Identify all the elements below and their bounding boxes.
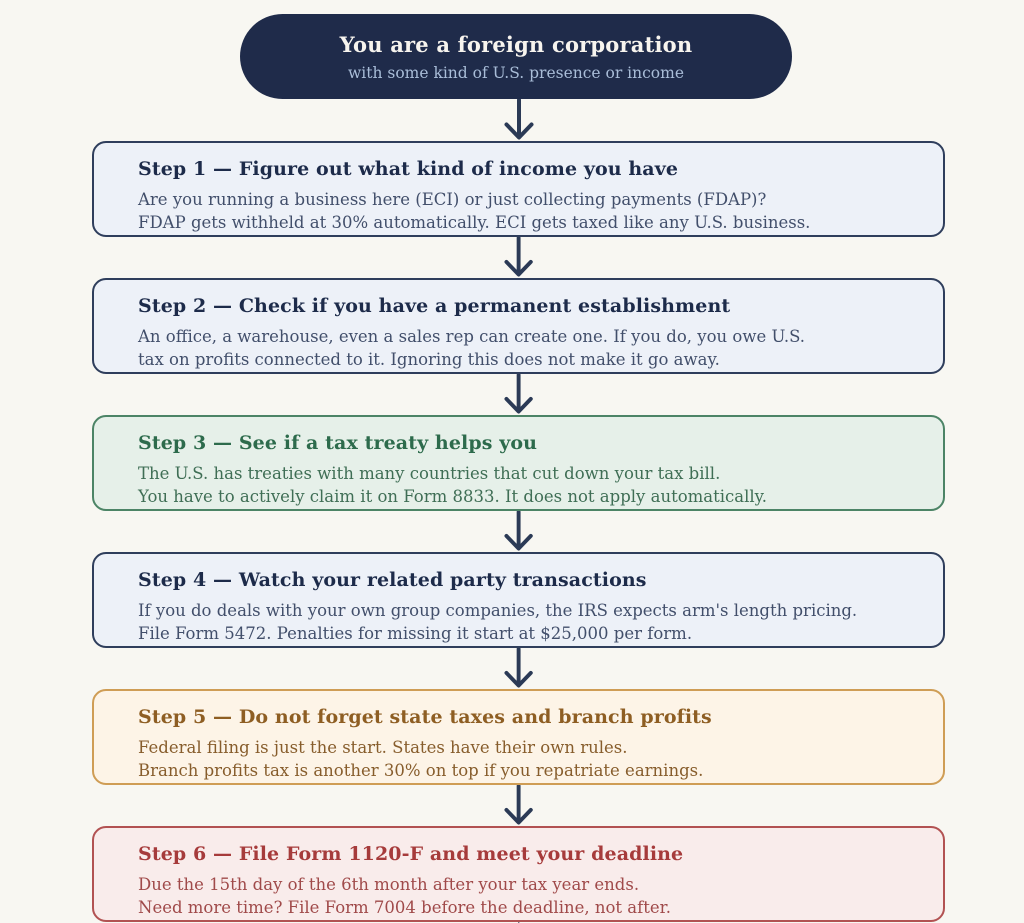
arrow-down-icon	[92, 785, 945, 826]
step-3-line1: The U.S. has treaties with many countrie…	[138, 464, 721, 483]
arrow-down-icon	[92, 99, 945, 141]
step-2-box: Step 2 — Check if you have a permanent e…	[92, 278, 945, 374]
arrow-down-glyph	[504, 511, 533, 551]
arrow-down-icon	[92, 374, 945, 415]
step-5-line1: Federal filing is just the start. States…	[138, 738, 628, 757]
flow-start-node: You are a foreign corporation with some …	[240, 14, 792, 99]
step-1-line2: FDAP gets withheld at 30% automatically.…	[138, 213, 811, 232]
step-6-line2: Need more time? File Form 7004 before th…	[138, 898, 671, 917]
arrow-down-glyph	[504, 99, 533, 140]
step-3-line2: You have to actively claim it on Form 88…	[138, 487, 768, 506]
step-4-line1: If you do deals with your own group comp…	[138, 601, 858, 620]
start-node-subtitle: with some kind of U.S. presence or incom…	[348, 63, 684, 82]
step-3-title: Step 3 — See if a tax treaty helps you	[138, 432, 538, 454]
step-1-title: Step 1 — Figure out what kind of income …	[138, 158, 679, 180]
step-5-line2: Branch profits tax is another 30% on top…	[138, 761, 704, 780]
arrow-down-glyph	[504, 237, 533, 277]
step-1-box: Step 1 — Figure out what kind of income …	[92, 141, 945, 237]
step-5-title: Step 5 — Do not forget state taxes and b…	[138, 706, 712, 728]
step-4-title: Step 4 — Watch your related party transa…	[138, 569, 647, 591]
step-3-box: Step 3 — See if a tax treaty helps you T…	[92, 415, 945, 511]
arrow-down-glyph	[504, 374, 533, 414]
step-4-box: Step 4 — Watch your related party transa…	[92, 552, 945, 648]
arrow-down-glyph	[504, 648, 533, 688]
step-6-title: Step 6 — File Form 1120-F and meet your …	[138, 843, 684, 865]
start-node-title: You are a foreign corporation	[339, 31, 693, 57]
arrow-down-glyph	[504, 785, 533, 825]
step-2-title: Step 2 — Check if you have a permanent e…	[138, 295, 731, 317]
arrow-down-icon	[92, 648, 945, 689]
step-6-box: Step 6 — File Form 1120-F and meet your …	[92, 826, 945, 922]
arrow-down-icon	[92, 511, 945, 552]
step-4-line2: File Form 5472. Penalties for missing it…	[138, 624, 693, 643]
step-1-line1: Are you running a business here (ECI) or…	[138, 190, 767, 209]
step-2-line1: An office, a warehouse, even a sales rep…	[138, 327, 806, 346]
arrow-down-icon	[92, 237, 945, 278]
step-5-box: Step 5 — Do not forget state taxes and b…	[92, 689, 945, 785]
step-2-line2: tax on profits connected to it. Ignoring…	[138, 350, 720, 369]
step-6-line1: Due the 15th day of the 6th month after …	[138, 875, 640, 894]
